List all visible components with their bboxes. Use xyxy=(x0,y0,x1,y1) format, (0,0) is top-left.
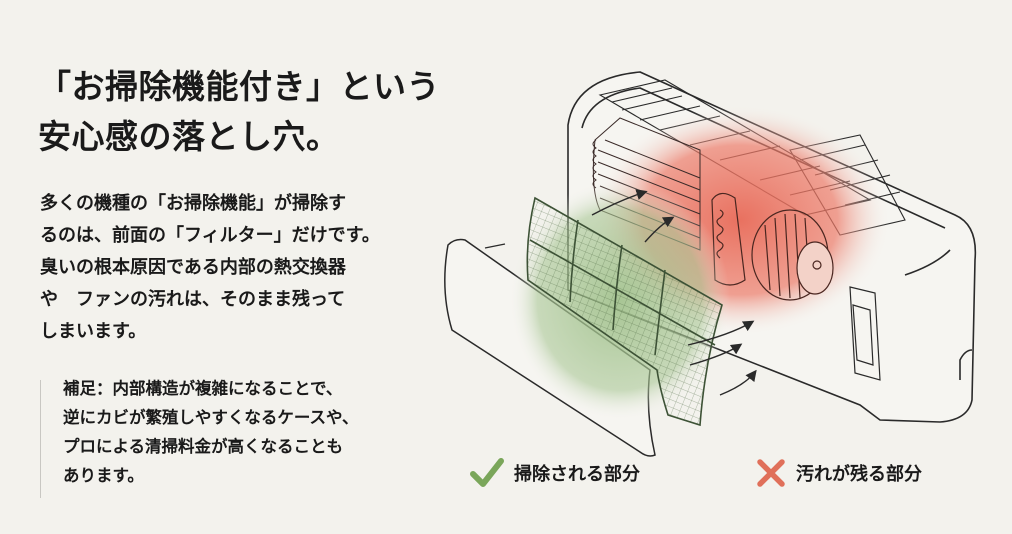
body-line-2: るのは、前面の「フィルター」だけです。 xyxy=(40,225,380,246)
note-line-4: あります。 xyxy=(63,466,144,485)
cross-icon xyxy=(757,459,785,487)
body-line-4: や ファンの汚れは、そのまま残って xyxy=(40,289,346,310)
note-line-2: 逆にカビが繁殖しやすくなるケースや、 xyxy=(63,408,359,427)
legend-dirty-label: 汚れが残る部分 xyxy=(796,464,922,485)
body-line-3: 臭いの根本原因である内部の熱交換器 xyxy=(40,257,346,278)
headline-line-2: 安心感の落とし穴。 xyxy=(38,117,340,156)
body-paragraph: 多くの機種の「お掃除機能」が掃除す るのは、前面の「フィルター」だけです。 臭い… xyxy=(40,188,380,348)
headline: 「お掃除機能付き」という 安心感の落とし穴。 xyxy=(38,62,440,162)
note-line-1: 補足：内部構造が複雑になることで、 xyxy=(63,379,343,398)
body-line-1: 多くの機種の「お掃除機能」が掃除す xyxy=(40,193,346,214)
note-line-3: プロによる清掃料金が高くなることも xyxy=(63,437,344,456)
motion-line xyxy=(484,243,506,249)
body-line-5: しまいます。 xyxy=(40,321,147,342)
legend-cleaned-label: 掃除される部分 xyxy=(514,464,640,485)
supplementary-note: 補足：内部構造が複雑になることで、 逆にカビが繁殖しやすくなるケースや、 プロに… xyxy=(40,379,359,498)
legend-dirty: 汚れが残る部分 xyxy=(756,458,922,488)
side-control-panel xyxy=(849,286,881,381)
headline-line-1: 「お掃除機能付き」という xyxy=(38,67,440,106)
legend-cleaned: 掃除される部分 xyxy=(470,458,640,488)
airflow-arrows xyxy=(591,189,757,396)
air-filter xyxy=(526,196,723,427)
air-conditioner-illustration xyxy=(444,71,977,457)
check-icon xyxy=(470,458,504,487)
